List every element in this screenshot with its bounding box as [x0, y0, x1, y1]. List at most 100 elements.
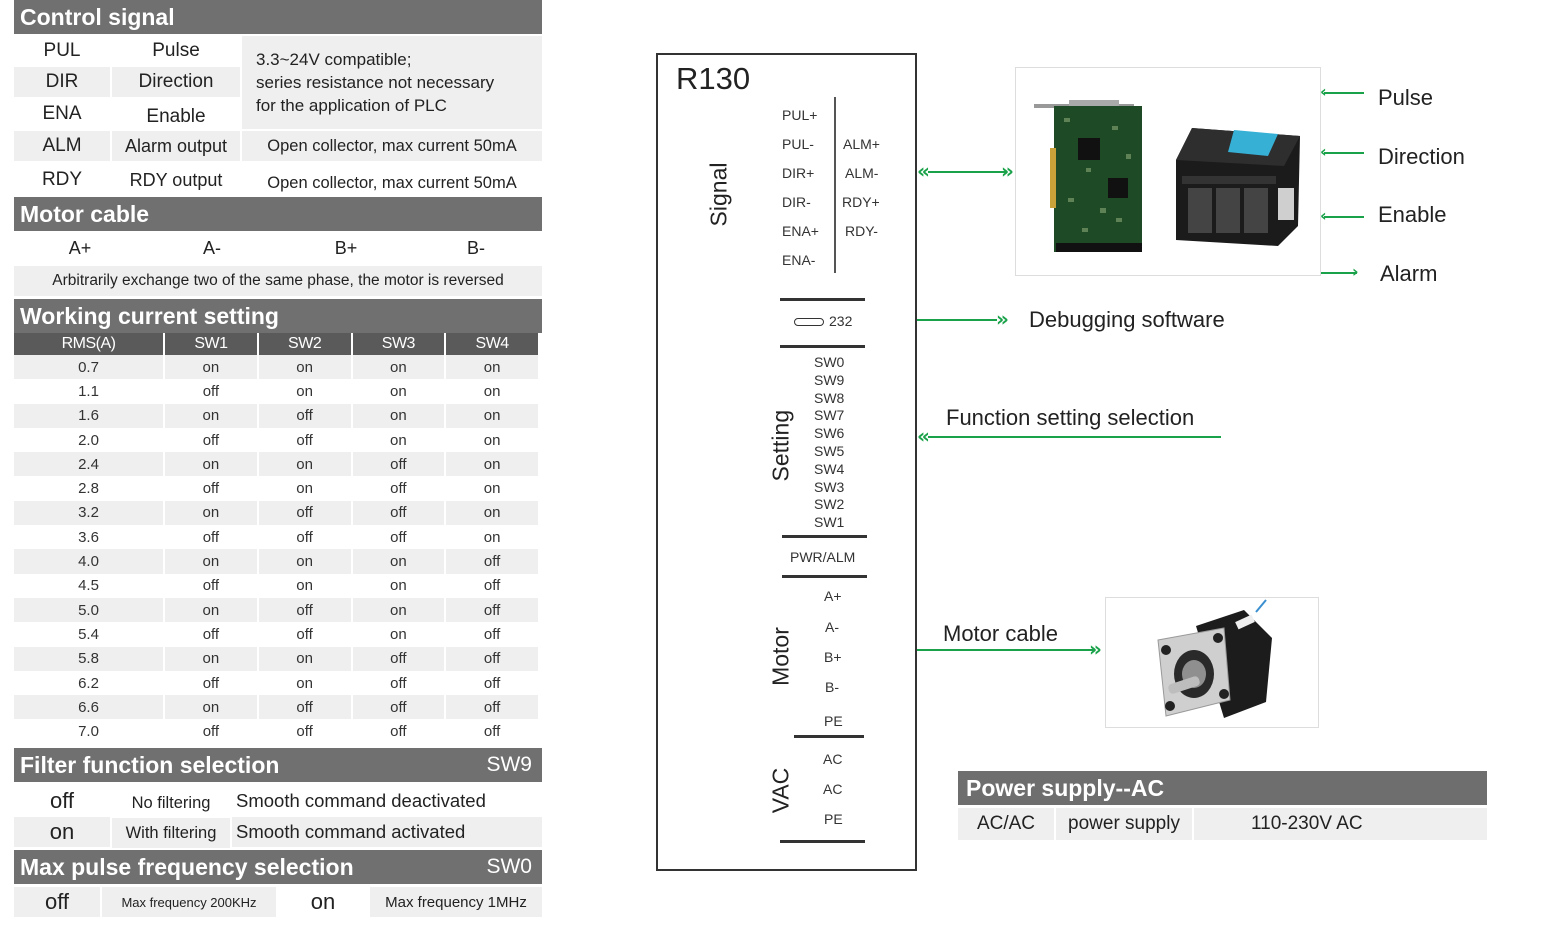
switch-state-cell: off [352, 500, 445, 526]
alm-note: Open collector, max current 50mA [242, 131, 542, 161]
filter-function-title: Filter function selection [20, 752, 280, 778]
max-pulse-title: Max pulse frequency selection [20, 854, 354, 880]
dip-switch-label: SW9 [814, 371, 845, 388]
current-value-cell: 5.0 [14, 597, 164, 623]
switch-state-cell: on [352, 427, 445, 453]
current-value-cell: 5.8 [14, 646, 164, 671]
motor-terminal: A- [203, 237, 221, 258]
power-label: power supply [1056, 808, 1192, 840]
switch-state-cell: off [258, 719, 351, 744]
signal-name-dir: Direction [112, 67, 240, 97]
power-value: 110-230V AC [1194, 808, 1487, 840]
signal-pin: RDY- [845, 223, 878, 239]
switch-state-cell: off [352, 525, 445, 550]
max-pulse-switch-id: SW0 [486, 855, 532, 878]
switch-state-cell: on [446, 452, 538, 477]
working-current-title: Working current setting [20, 303, 279, 329]
filter-desc: Smooth command activated [232, 817, 542, 847]
switch-state-cell: on [165, 646, 257, 671]
section-divider [780, 298, 865, 301]
current-value-cell: 5.4 [14, 622, 164, 647]
working-current-header: Working current setting [14, 299, 542, 333]
serial-port-label: 232 [829, 313, 853, 329]
function-setting-label: Function setting selection [946, 405, 1195, 430]
current-value-cell: 0.7 [14, 355, 164, 380]
switch-state-cell: on [258, 573, 351, 598]
arrow-left-icon: ‹ [1320, 206, 1327, 226]
signal-code-ena: ENA [42, 103, 82, 124]
switch-state-cell: off [165, 476, 257, 501]
pulse-label: Pulse [1378, 85, 1434, 110]
signal-pin: DIR- [782, 194, 811, 210]
signal-code-pul: PUL [43, 40, 81, 61]
switch-state-cell: off [165, 670, 257, 696]
alarm-label: Alarm [1380, 261, 1438, 286]
function-setting-line [928, 436, 1221, 438]
driver-block: R130 Signal PUL+ PUL- DIR+ DIR- ENA+ ENA… [656, 53, 917, 871]
column-header: SW4 [446, 333, 538, 355]
switch-state-cell: off [165, 719, 257, 744]
arrow-left-icon: ‹ [1320, 142, 1327, 162]
switch-state-cell: on [165, 549, 257, 574]
double-arrow-right-icon: » [996, 307, 1009, 331]
led-label: PWR/ALM [790, 549, 856, 565]
motion-card-image [1034, 100, 1142, 252]
dip-switch-label: SW6 [814, 425, 845, 442]
signal-name-rdy: RDY output [129, 169, 223, 190]
switch-state-cell: off [446, 573, 538, 598]
signal-code-alm: ALM [14, 131, 110, 161]
pulse-line [1324, 92, 1364, 94]
input-note-line: series resistance not necessary [256, 73, 495, 92]
switch-state-cell: on [446, 403, 538, 428]
switch-state-cell: off [446, 622, 538, 647]
motor-cable-title: Motor cable [20, 201, 150, 227]
switch-state-cell: off [446, 549, 538, 574]
switch-state-cell: off [352, 476, 445, 501]
dip-switch-label: SW0 [814, 354, 845, 370]
filter-desc: Smooth command deactivated [236, 790, 486, 811]
switch-state-cell: on [165, 355, 257, 380]
switch-state-cell: off [446, 695, 538, 720]
switch-state-cell: off [258, 622, 351, 647]
switch-state-cell: off [352, 719, 445, 744]
switch-state-cell: off [165, 573, 257, 598]
switch-state-cell: off [446, 670, 538, 696]
section-divider [780, 840, 865, 843]
max-pulse-on-state: on [310, 889, 336, 914]
current-value-cell: 6.2 [14, 670, 164, 696]
switch-state-cell: on [258, 670, 351, 696]
motor-pin: PE [824, 713, 843, 729]
setting-section-label: Setting [767, 409, 794, 482]
switch-state-cell: off [352, 646, 445, 671]
power-terminal: AC/AC [958, 808, 1054, 840]
vac-pin: PE [824, 811, 843, 827]
current-value-cell: 4.0 [14, 549, 164, 574]
motor-cable-note: Arbitrarily exchange two of the same pha… [14, 266, 542, 296]
current-value-cell: 4.5 [14, 573, 164, 598]
signal-name-ena: Enable [146, 106, 206, 127]
switch-state-cell: on [446, 525, 538, 550]
enable-label: Enable [1378, 202, 1447, 227]
dip-switch-label: SW5 [814, 443, 845, 459]
switch-state-cell: off [258, 597, 351, 623]
current-value-cell: 2.0 [14, 427, 164, 453]
stepper-motor-image [1157, 599, 1272, 718]
vac-pin: AC [823, 781, 843, 797]
direction-label: Direction [1378, 144, 1465, 169]
motor-terminal: B- [467, 237, 485, 258]
double-arrow-right-icon: » [1089, 637, 1102, 661]
control-signal-title: Control signal [20, 4, 175, 30]
max-pulse-off-state: off [14, 887, 100, 917]
dip-switch-label: SW8 [814, 389, 845, 406]
switch-state-cell: on [165, 403, 257, 428]
motor-pin: A+ [824, 588, 842, 604]
motor-cable-line [917, 649, 1095, 651]
filter-mode: No filtering [131, 793, 211, 812]
section-divider [782, 575, 867, 578]
